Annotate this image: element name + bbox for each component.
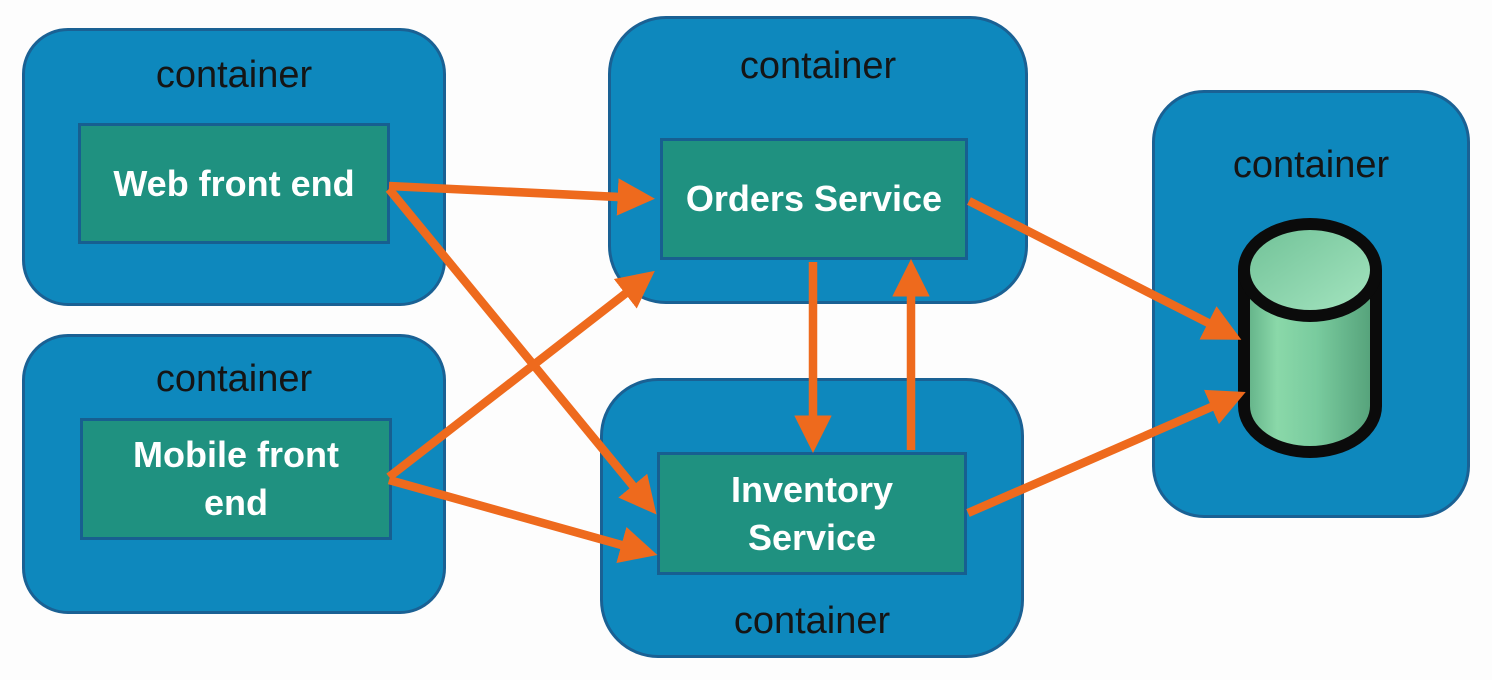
container-label: container xyxy=(155,358,313,400)
container-inventory: Inventory Service container xyxy=(600,378,1024,658)
inventory-service-node: Inventory Service xyxy=(657,452,967,575)
web-front-end-node: Web front end xyxy=(78,123,390,244)
orders-service-node: Orders Service xyxy=(660,138,968,260)
container-label: container xyxy=(733,600,891,642)
mobile-front-end-node: Mobile front end xyxy=(80,418,392,540)
container-label: container xyxy=(1232,144,1390,186)
container-database: container xyxy=(1152,90,1470,518)
container-mobile: container Mobile front end xyxy=(22,334,446,614)
container-label: container xyxy=(739,45,897,87)
container-label: container xyxy=(155,54,313,96)
container-web: container Web front end xyxy=(22,28,446,306)
container-orders: container Orders Service xyxy=(608,16,1028,304)
database-cylinder-icon xyxy=(1238,218,1382,458)
